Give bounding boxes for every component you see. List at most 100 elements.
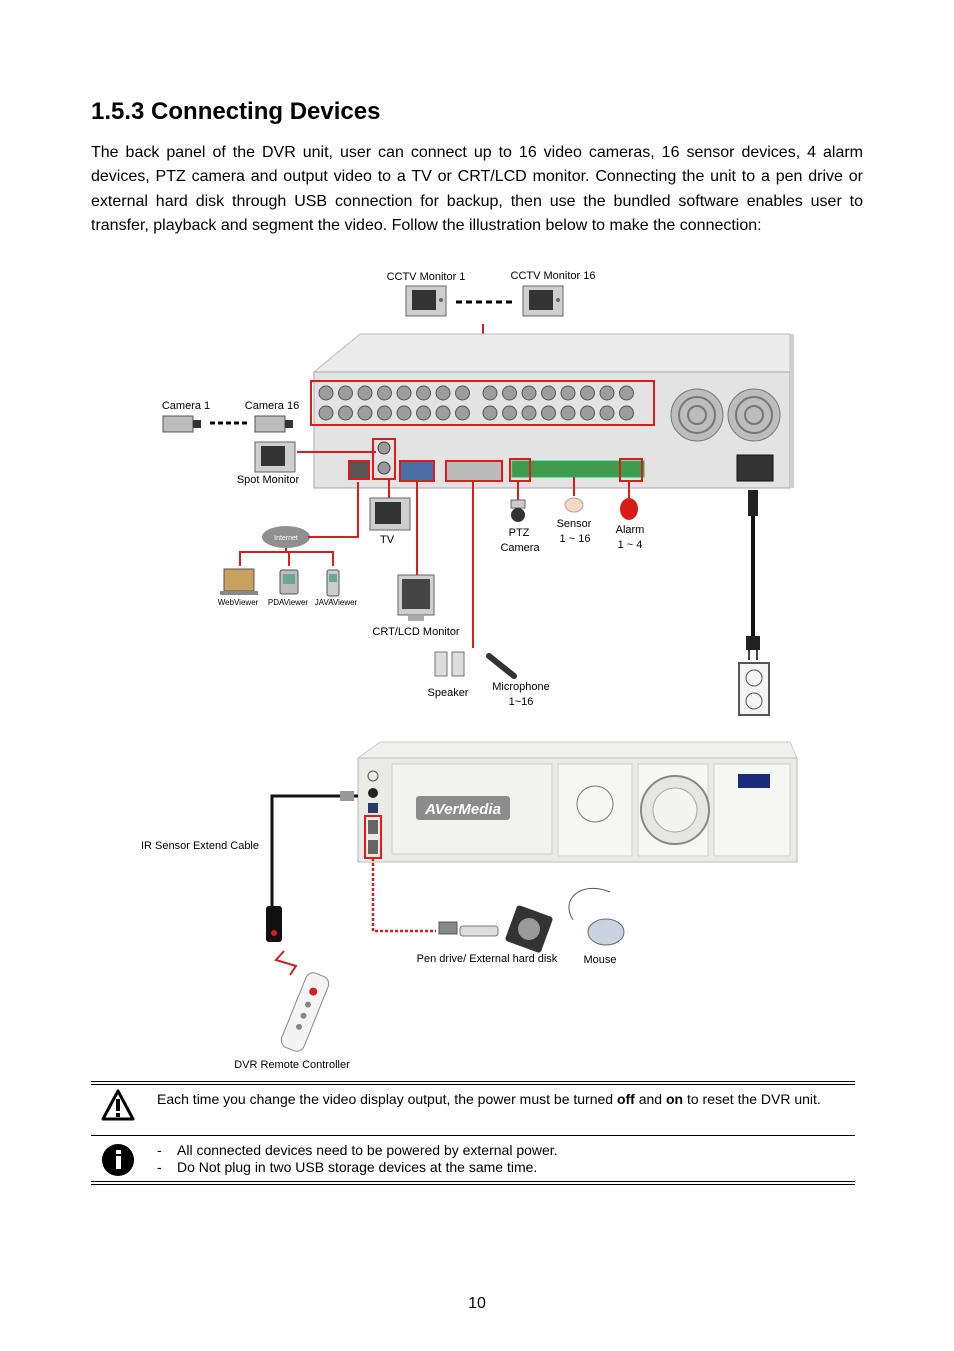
ir-sensor-cable-label: IR Sensor Extend Cable	[141, 840, 259, 852]
note-rule-bottom	[91, 1181, 855, 1182]
bnc-connector	[455, 405, 470, 421]
hard-disk-icon	[505, 905, 553, 953]
note-rule-middle	[91, 1135, 855, 1136]
bnc-connector	[396, 385, 412, 401]
info-item-2: -Do Not plug in two USB storage devices …	[157, 1159, 857, 1176]
bnc-connector	[318, 405, 334, 421]
cctv-monitor-1-icon	[405, 285, 447, 317]
bnc-connector	[599, 385, 615, 401]
camera-1-label: Camera 1	[162, 400, 210, 412]
internet-cloud-icon: Internet	[262, 526, 310, 548]
cctv-monitor-16-label: CCTV Monitor 16	[511, 270, 596, 282]
bnc-connector	[580, 405, 595, 421]
note-rule-top-2	[91, 1084, 855, 1085]
warning-on-text: on	[665, 1091, 684, 1107]
info-item-1-text: All connected devices need to be powered…	[177, 1142, 558, 1158]
bnc-connector	[502, 405, 517, 421]
alarm-label-line1: Alarm	[616, 524, 645, 536]
intro-paragraph: The back panel of the DVR unit, user can…	[91, 144, 863, 235]
bullet-dash: -	[157, 1159, 162, 1175]
webviewer-icon	[220, 568, 258, 595]
alarm-label-line2: 1 ~ 4	[618, 539, 643, 551]
spot-monitor-icon	[254, 441, 296, 473]
info-note: -All connected devices need to be powere…	[157, 1142, 857, 1176]
microphone-label-line1: Microphone	[492, 681, 549, 693]
bnc-connector	[619, 405, 634, 421]
bnc-connector	[377, 385, 392, 401]
tv-icon	[369, 497, 411, 531]
bnc-connector-array	[318, 385, 634, 421]
sensor-icon	[564, 497, 584, 513]
camera-1-icon	[162, 415, 201, 433]
javaviewer-label: JAVAViewer	[315, 598, 358, 607]
bnc-connector	[599, 405, 615, 421]
section-title: 1.5.3 Connecting Devices	[91, 98, 381, 125]
ethernet-port	[348, 460, 370, 480]
mouse-icon	[568, 887, 625, 946]
bnc-connector	[619, 385, 634, 401]
mouse-label: Mouse	[583, 954, 616, 966]
bullet-dash: -	[157, 1142, 162, 1158]
warning-text-1: Each time you change the video display o…	[157, 1091, 617, 1107]
camera-16-icon	[254, 415, 293, 433]
terminal-block	[511, 460, 645, 478]
dvr-front-unit: AVerMedia	[356, 741, 798, 863]
ptz-camera-icon	[510, 499, 526, 522]
power-cable-icon	[746, 490, 760, 660]
camera-16-label: Camera 16	[245, 400, 299, 412]
bnc-connector	[560, 385, 576, 401]
crt-lcd-monitor-icon	[397, 574, 435, 621]
bnc-connector	[377, 405, 392, 421]
page-number: 10	[468, 1295, 486, 1312]
sensor-label-line1: Sensor	[557, 518, 592, 530]
bnc-connector	[435, 385, 451, 401]
cctv-monitor-1-label: CCTV Monitor 1	[387, 271, 466, 283]
bnc-connector	[541, 385, 556, 401]
internet-label: Internet	[274, 535, 298, 542]
warning-text-3: to reset the DVR unit.	[683, 1091, 821, 1107]
cctv-monitor-16-icon	[522, 285, 564, 317]
bnc-connector	[396, 405, 412, 421]
warning-triangle-icon	[101, 1089, 135, 1121]
warning-text-2: and	[634, 1091, 666, 1107]
ir-sensor-cable-icon	[266, 791, 358, 942]
bnc-connector	[338, 405, 353, 421]
bnc-highlight-box	[310, 380, 655, 426]
bnc-connector	[318, 385, 334, 401]
bnc-connector	[357, 405, 373, 421]
microphone-icon	[486, 653, 517, 679]
javaviewer-icon	[326, 569, 340, 597]
bnc-connector	[482, 385, 498, 401]
usb-connection-line	[371, 858, 436, 933]
bnc-connector	[435, 405, 451, 421]
pdaviewer-label: PDAViewer	[268, 598, 309, 607]
pdaviewer-icon	[279, 569, 299, 595]
cooling-fan-left	[670, 388, 724, 442]
bnc-connector	[502, 385, 517, 401]
note-rule-top	[91, 1081, 855, 1082]
power-inlet	[736, 454, 774, 482]
internet-line	[308, 482, 359, 538]
bnc-connector	[416, 405, 431, 421]
crt-lcd-monitor-label: CRT/LCD Monitor	[372, 626, 460, 638]
alarm-siren-icon	[620, 498, 638, 520]
wall-outlet-icon	[738, 662, 770, 716]
info-item-1: -All connected devices need to be powere…	[157, 1142, 857, 1159]
pen-drive-icon	[438, 921, 499, 937]
bnc-connector	[560, 405, 576, 421]
microphone-label-line2: 1~16	[509, 696, 534, 708]
bnc-connector	[455, 385, 470, 401]
info-item-2-text: Do Not plug in two USB storage devices a…	[177, 1159, 538, 1175]
remote-controller-icon	[280, 972, 330, 1052]
note-rule-bottom-2	[91, 1184, 855, 1185]
spot-monitor-label: Spot Monitor	[237, 474, 300, 486]
info-circle-icon	[102, 1144, 134, 1176]
speaker-label: Speaker	[428, 687, 469, 699]
cooling-fan-right	[727, 388, 781, 442]
alarm-terminal-box	[619, 458, 643, 482]
bnc-connector	[357, 385, 373, 401]
bnc-connector	[338, 385, 353, 401]
bnc-connector	[580, 385, 595, 401]
